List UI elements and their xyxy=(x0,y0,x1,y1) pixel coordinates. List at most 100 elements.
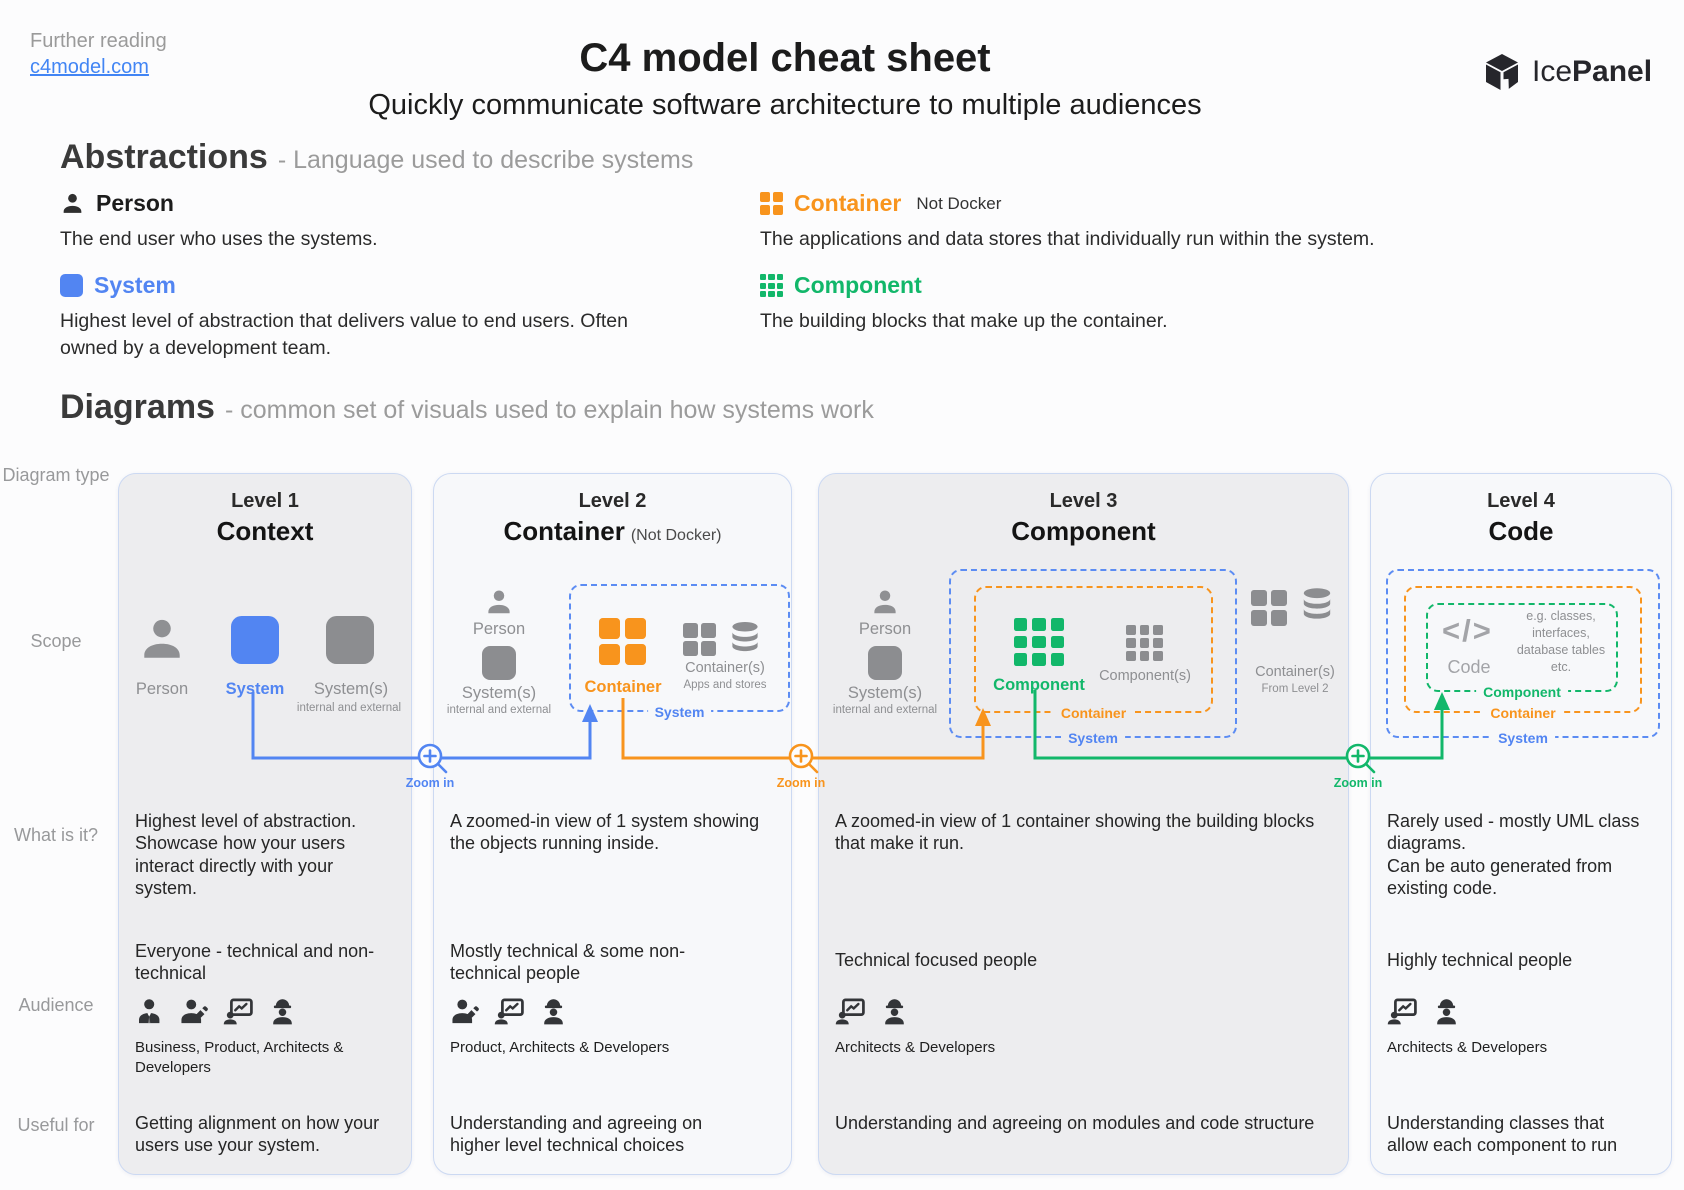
level-1-label: Level 1 xyxy=(231,490,299,512)
abstractions-left-column: Person The end user who uses the systems… xyxy=(60,190,720,381)
diagrams-heading-note: - common set of visuals used to explain … xyxy=(224,396,874,424)
level-3-label: Level 3 xyxy=(1049,490,1118,512)
audience-icons xyxy=(450,996,569,1027)
row-label-what-is-it: What is it? xyxy=(13,825,99,845)
zoom-in-icon-orange xyxy=(788,743,819,774)
abstraction-system-description: Highest level of abstraction that delive… xyxy=(60,310,628,359)
abstraction-component-description: The building blocks that make up the con… xyxy=(760,310,1168,333)
audience-developer-icon xyxy=(544,999,563,1025)
abstraction-container-description: The applications and data stores that in… xyxy=(760,228,1375,250)
scope-person-icon xyxy=(488,590,510,614)
system-boundary-label: System xyxy=(1491,730,1555,746)
abstraction-person-name: Person xyxy=(96,190,174,216)
system-boundary-box: System xyxy=(1386,569,1660,746)
card-level-4-code: Level 4 Code System Container Component … xyxy=(1370,473,1672,1175)
level-1-title: Context xyxy=(216,516,314,546)
audience-business-icon xyxy=(139,999,160,1024)
containers-grid-icon xyxy=(683,623,716,656)
scope-system-label: System xyxy=(225,680,285,698)
abstraction-component: Component The building blocks that make … xyxy=(760,272,1460,334)
further-reading-label: Further reading xyxy=(30,30,167,52)
scope-person-icon xyxy=(144,619,180,658)
level-2-title-suffix: (Not Docker) xyxy=(630,527,722,544)
abstraction-system-name: System xyxy=(94,272,176,299)
container-label: Container xyxy=(584,678,662,696)
abstraction-container-note: Not Docker xyxy=(916,193,1002,213)
level-4-title: Code xyxy=(1488,516,1554,546)
person-icon xyxy=(63,193,82,213)
containers-sublabel: Apps and stores xyxy=(683,679,767,691)
icepanel-cube-icon xyxy=(1486,54,1518,90)
scope-systems-label: System(s) xyxy=(313,680,389,698)
abstractions-heading-note: - Language used to describe systems xyxy=(277,146,694,174)
system-boundary-box: System Container Container(s) Apps and s… xyxy=(569,584,790,720)
page-title: C4 model cheat sheet xyxy=(579,36,991,80)
audience-intro: Technical focused people xyxy=(835,950,1038,970)
container-icon xyxy=(599,618,646,665)
system-boundary-label: System xyxy=(1061,730,1125,746)
further-reading: Further reading c4model.com xyxy=(30,28,167,80)
audience-icons xyxy=(835,996,910,1027)
card-level-2-container: Level 2 Container(Not Docker) Person Sys… xyxy=(433,473,792,1175)
audience-label: Product, Architects & Developers xyxy=(450,1039,670,1056)
abstraction-component-name: Component xyxy=(794,272,922,299)
page-header: C4 model cheat sheet Quickly communicate… xyxy=(0,36,1570,122)
useful-for-text: Getting alignment on how your users use … xyxy=(135,1113,380,1156)
scope-systems-icon xyxy=(326,616,374,664)
system-boundary-label: System xyxy=(647,704,712,720)
diagrams-heading: Diagrams- common set of visuals used to … xyxy=(60,388,874,426)
container-boundary-box: Container Component Component(s) xyxy=(974,586,1213,721)
audience-architect-icon xyxy=(494,998,524,1026)
container-icon xyxy=(760,192,783,215)
audience-architect-icon xyxy=(835,998,865,1026)
code-note: e.g. classes, interfaces, database table… xyxy=(1516,609,1606,674)
what-text: A zoomed-in view of 1 container showing … xyxy=(835,811,1315,854)
container-boundary-label: Container xyxy=(1053,705,1134,721)
scope-systems-label: System(s) xyxy=(461,684,537,702)
level-4-label: Level 4 xyxy=(1487,490,1555,512)
abstraction-person: Person The end user who uses the systems… xyxy=(60,190,720,252)
abstractions-right-column: Container Not Docker The applications an… xyxy=(760,190,1460,355)
scope-systems-icon xyxy=(482,646,516,680)
scope-person-label: Person xyxy=(135,680,189,698)
scope-system-icon xyxy=(231,616,279,664)
abstraction-container: Container Not Docker The applications an… xyxy=(760,190,1460,252)
audience-developer-icon xyxy=(273,999,292,1025)
component-label: Component xyxy=(993,676,1085,694)
level-2-title: Container(Not Docker) xyxy=(503,516,722,546)
containers-label: Container(s) xyxy=(685,660,765,676)
audience-label: Architects & Developers xyxy=(835,1039,996,1056)
code-label: Code xyxy=(1447,657,1491,677)
scope-systems-sublabel: internal and external xyxy=(832,704,938,716)
page-subtitle: Quickly communicate software architectur… xyxy=(368,89,1202,121)
c4model-link[interactable]: c4model.com xyxy=(30,56,149,78)
system-icon xyxy=(60,274,83,298)
card-level-3-component: Level 3 Component Person System(s) inter… xyxy=(818,473,1349,1175)
what-text: A zoomed-in view of 1 system showing the… xyxy=(450,811,760,854)
what-text: Highest level of abstraction. Showcase h… xyxy=(135,811,357,898)
audience-icons xyxy=(135,996,298,1027)
row-label-useful-for: Useful for xyxy=(17,1115,95,1135)
audience-label: Business, Product, Architects & Develope… xyxy=(135,1039,344,1076)
audience-product-icon xyxy=(181,999,208,1024)
code-icon: </> xyxy=(1442,613,1493,648)
audience-product-icon xyxy=(452,999,479,1024)
abstractions-heading: Abstractions- Language used to describe … xyxy=(60,138,694,176)
container-boundary-box: Container xyxy=(1404,586,1642,721)
abstraction-system: System Highest level of abstraction that… xyxy=(60,272,720,361)
database-icon xyxy=(1303,588,1331,619)
audience-icons xyxy=(1387,996,1462,1027)
useful-for-text: Understanding classes that allow each co… xyxy=(1387,1113,1618,1156)
audience-label: Architects & Developers xyxy=(1387,1039,1548,1056)
audience-developer-icon xyxy=(885,999,904,1025)
row-label-audience: Audience xyxy=(18,995,94,1015)
component-boundary-box: Component </> Code e.g. classes, interfa… xyxy=(1426,603,1618,700)
scope-person-label: Person xyxy=(858,620,912,638)
row-label-diagram-type: Diagram type xyxy=(2,465,110,485)
component-icon xyxy=(1014,618,1064,666)
row-label-scope: Scope xyxy=(30,631,82,651)
container-boundary-label: Container xyxy=(1483,705,1563,721)
diagrams-grid: Diagram type Scope What is it? Audience … xyxy=(0,438,1684,1190)
level-2-label: Level 2 xyxy=(578,490,647,512)
scope-systems-label: System(s) xyxy=(847,684,923,702)
